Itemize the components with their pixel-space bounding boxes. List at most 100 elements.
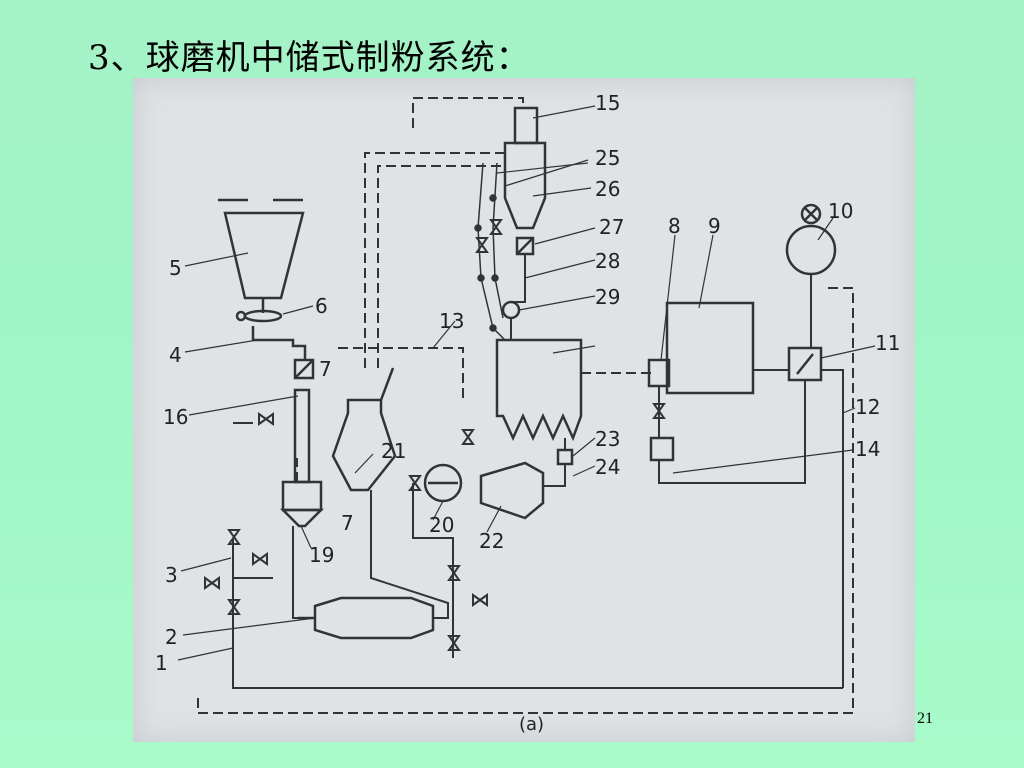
valve-icon: [227, 599, 241, 615]
pipe-cyclone-drop: [511, 254, 526, 303]
leader-24: [572, 465, 596, 477]
mill-inlet-box: [281, 480, 323, 512]
fan-motor: [800, 203, 822, 225]
air-preheater-diagonal: [796, 353, 814, 375]
callout-24: 24: [595, 455, 620, 479]
chain-bead: [489, 324, 497, 332]
cyclone-vent: [513, 106, 539, 145]
leader-26: [532, 187, 592, 197]
valve-icon: [252, 552, 268, 566]
valve-icon: [489, 219, 503, 235]
callout-23: 23: [595, 427, 620, 451]
pipe-14: [658, 380, 806, 484]
chain-bead: [491, 274, 499, 282]
page-number: 21: [917, 710, 933, 727]
valve-icon: [472, 593, 488, 607]
callout-14: 14: [855, 437, 880, 461]
leader-11: [820, 345, 876, 359]
valve-icon: [204, 576, 220, 590]
valve-icon: [408, 475, 422, 491]
pipe-bottom-loop: [232, 538, 843, 689]
callout-6: 6: [315, 294, 328, 318]
callout-13: 13: [439, 309, 464, 333]
leader-4: [184, 339, 258, 353]
chain-bead: [474, 224, 482, 232]
pulverized-coal-bunker: [495, 338, 583, 442]
callout-7-bottom: 7: [341, 511, 354, 535]
raw-coal-bunker: [223, 211, 305, 300]
callout-3: 3: [165, 563, 178, 587]
coal-feeder: [251, 326, 307, 360]
callout-27: 28: [595, 249, 620, 273]
leader-7c: [534, 227, 596, 245]
leader-10: [817, 217, 834, 241]
leader-20: [432, 500, 444, 521]
callout-4: 4: [169, 343, 182, 367]
figure-caption: (a): [519, 714, 544, 735]
rotary-switch: [501, 300, 521, 320]
callout-15: 15: [595, 91, 620, 115]
leader-8: [660, 234, 676, 361]
mill-inlet-cone: [279, 508, 325, 528]
callout-2: 2: [165, 625, 178, 649]
valve-icon: [652, 403, 666, 419]
system-schematic: 1 2 3 4 5 6 7 7 8 9 10 11 12 13 14 15 16…: [155, 91, 900, 735]
callout-28: 29: [595, 285, 620, 309]
callout-7-top: 7: [319, 357, 332, 381]
leader-23: [572, 437, 596, 457]
leader-3: [180, 557, 232, 572]
leader-19: [300, 525, 312, 549]
lock-gate-cyclone-flap: [516, 237, 534, 255]
duct-separator-cyclone: [364, 152, 505, 368]
burner: [479, 461, 545, 520]
coarse-separator: [331, 398, 397, 492]
callout-7-cyclone: 27: [599, 215, 624, 239]
callout-26: 26: [595, 177, 620, 201]
callout-8: 8: [668, 214, 681, 238]
leader-28: [518, 295, 596, 311]
duct-separator-cyclone-2: [377, 165, 505, 368]
separator-outlet: [379, 367, 395, 401]
leader-2: [182, 617, 316, 636]
pipe-mill-outlet: [370, 490, 449, 619]
level-chain-2: [492, 162, 504, 319]
cyclone: [503, 141, 547, 230]
leader-12: [842, 407, 856, 414]
lock-gate-top-flap: [294, 359, 314, 379]
powder-feeder: [556, 448, 574, 466]
callout-19: 19: [309, 543, 334, 567]
callout-20: 20: [429, 513, 454, 537]
leader-27: [524, 259, 596, 279]
leader-9: [698, 234, 714, 309]
coal-drop-pipe: [293, 388, 311, 484]
callout-25: 25: [595, 146, 620, 170]
callout-12: 12: [855, 395, 880, 419]
lock-gate-top: [293, 358, 315, 380]
leader-5: [184, 252, 249, 267]
callout-1: 1: [155, 651, 168, 675]
leader-6: [282, 305, 314, 315]
pipe-exhauster: [412, 483, 454, 658]
leader-14: [672, 449, 854, 474]
duct-1-loop: [197, 287, 854, 714]
leader-16: [188, 395, 299, 416]
callout-16: 16: [163, 405, 188, 429]
callout-21: 21: [381, 439, 406, 463]
valve-icon: [447, 635, 461, 651]
fan-motor-cross-2: [803, 206, 819, 222]
separator-tank: [649, 436, 675, 462]
callout-10: 10: [828, 199, 853, 223]
valve-icon: [258, 412, 274, 426]
leader-22: [486, 505, 502, 533]
duct-vent-top: [412, 97, 524, 128]
pipe-feeder-burner: [543, 464, 566, 487]
chain-bead: [477, 274, 485, 282]
callout-11: 11: [875, 331, 900, 355]
callout-9: 9: [708, 214, 721, 238]
valve-icon: [475, 237, 489, 253]
slide-title: 3、球磨机中储式制粉系统：: [88, 38, 531, 78]
duct-13: [338, 347, 464, 398]
chain-bead: [489, 194, 497, 202]
callout-5: 5: [169, 256, 182, 280]
boiler-block: [665, 301, 755, 395]
